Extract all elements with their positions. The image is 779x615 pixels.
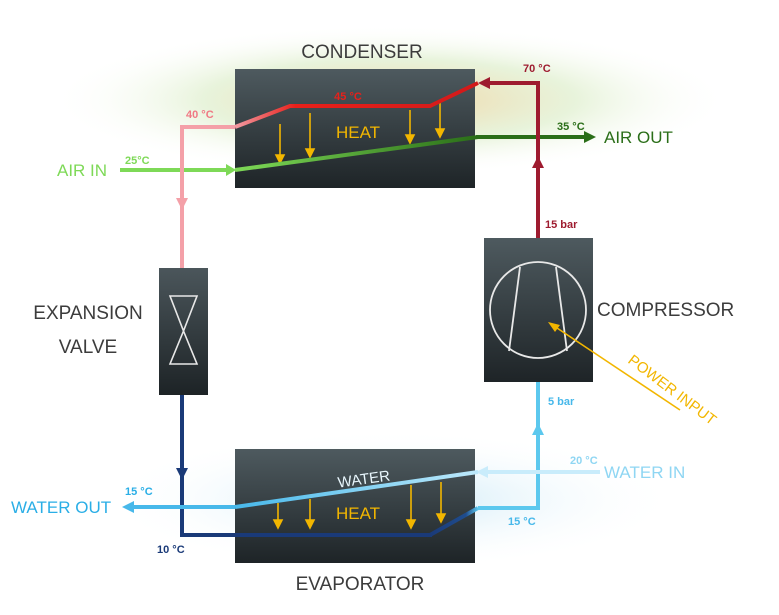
expansion-valve-title-line2: VALVE	[59, 337, 117, 358]
compressor-symbol-right-line	[555, 266, 568, 352]
power-input-line	[553, 325, 681, 411]
power-input-arrowhead	[548, 322, 560, 332]
condenser-refrigerant-line	[234, 81, 479, 129]
power-input-label: POWER INPUT	[625, 352, 720, 429]
compressor-symbol-left-line	[508, 266, 521, 352]
air-out-arrowhead	[584, 131, 596, 143]
high-pressure-label: 15 bar	[545, 219, 578, 231]
condenser-refrigerant-temp: 45 °C	[334, 91, 362, 103]
compressor-box	[484, 238, 593, 382]
expansion-valve-symbol	[168, 295, 199, 365]
low-pressure-label: 5 bar	[548, 396, 575, 408]
compressor-discharge-arrowhead	[532, 156, 544, 168]
expansion-valve-title-line1: EXPANSION	[33, 303, 142, 324]
air-out-temp: 35 °C	[557, 121, 585, 133]
condenser-to-valve-line	[180, 125, 235, 268]
water-in-temp: 20 °C	[570, 455, 598, 467]
air-in-arrowhead	[226, 164, 236, 176]
valve-outlet-temp: 10 °C	[157, 544, 185, 556]
air-out-label: AIR OUT	[604, 128, 673, 147]
condenser-inlet-temp: 70 °C	[523, 63, 551, 75]
compressor-to-condenser-line	[486, 81, 540, 238]
condenser-to-valve-arrowhead	[176, 198, 188, 210]
evaporator-refrigerant-rise	[429, 506, 479, 537]
water-in-label: WATER IN	[604, 463, 685, 482]
water-in-arrowhead	[476, 466, 488, 478]
water-out-temp: 15 °C	[125, 486, 153, 498]
water-cooling-line	[234, 470, 479, 509]
valve-to-evaporator-arrowhead	[176, 468, 188, 480]
condenser-title: CONDENSER	[301, 42, 422, 63]
evaporator-title: EVAPORATOR	[296, 574, 425, 595]
compressor-title: COMPRESSOR	[597, 300, 734, 321]
water-out-arrowhead	[122, 501, 134, 513]
condenser-inlet-arrowhead	[478, 77, 490, 89]
air-heating-line	[234, 135, 479, 172]
air-in-temp: 25°C	[125, 155, 150, 167]
air-in-label: AIR IN	[57, 161, 107, 180]
compressor-circle-symbol	[489, 261, 587, 359]
evaporator-heat-label: HEAT	[336, 504, 380, 523]
condenser-heat-arrows	[274, 102, 446, 165]
evaporator-heat-arrows	[272, 482, 447, 530]
condenser-heat-label: HEAT	[336, 123, 380, 142]
compressor-suction-arrowhead	[532, 423, 544, 435]
condenser-outlet-temp: 40 °C	[186, 109, 214, 121]
water-out-label: WATER OUT	[11, 498, 111, 517]
evaporator-box	[235, 449, 475, 563]
evaporator-outlet-temp: 15 °C	[508, 516, 536, 528]
